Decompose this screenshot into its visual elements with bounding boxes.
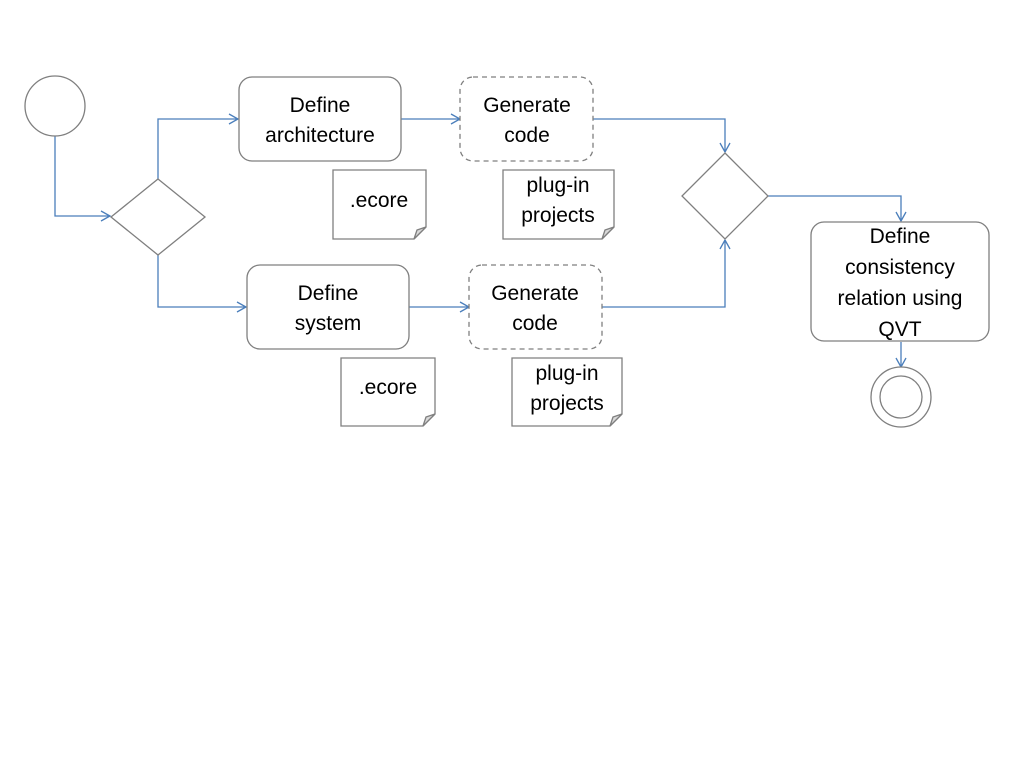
define-consistency-line-1: Define [870,225,931,248]
define-system-line-1: Define [298,282,359,305]
edge-generate-code-top-to-merge [593,118,731,154]
edge-generate-code-bottom-to-merge [601,238,731,308]
define-system-node: Define system [246,264,410,350]
ecore-top-artifact: .ecore [332,169,427,240]
plugin-projects-bottom-artifact: plug-in projects [511,357,623,427]
plugin-projects-top-line-2: projects [521,204,595,227]
merge-node [681,152,769,240]
edge-start-to-fork [54,136,112,222]
define-consistency-line-3: relation using [838,287,963,310]
define-consistency-node: Define consistency relation using QVT [810,221,990,342]
edge-merge-to-define-consistency [767,195,907,223]
initial-node [24,75,86,137]
ecore-bottom-artifact: .ecore [340,357,436,427]
define-architecture-node: Define architecture [238,76,402,162]
generate-code-bottom-line-2: code [512,312,558,335]
fork-decision-node [109,178,207,256]
ecore-bottom-label: .ecore [359,376,417,399]
final-node [870,366,932,428]
edge-fork-to-define-system [157,255,248,313]
plugin-projects-top-artifact: plug-in projects [502,169,615,240]
generate-code-top-line-1: Generate [483,94,571,117]
define-architecture-line-2: architecture [265,124,375,147]
plugin-projects-bottom-line-2: projects [530,392,604,415]
generate-code-top-node: Generate code [459,76,594,162]
generate-code-bottom-line-1: Generate [491,282,579,305]
define-system-line-2: system [295,312,362,335]
define-architecture-line-1: Define [290,94,351,117]
define-consistency-line-2: consistency [845,256,955,279]
generate-code-top-line-2: code [504,124,550,147]
define-consistency-line-4: QVT [878,318,921,341]
ecore-top-label: .ecore [350,189,408,212]
plugin-projects-top-line-1: plug-in [526,174,589,197]
generate-code-bottom-node: Generate code [468,264,603,350]
edges [54,113,907,369]
plugin-projects-bottom-line-1: plug-in [535,362,598,385]
edge-fork-to-define-architecture [157,113,240,180]
